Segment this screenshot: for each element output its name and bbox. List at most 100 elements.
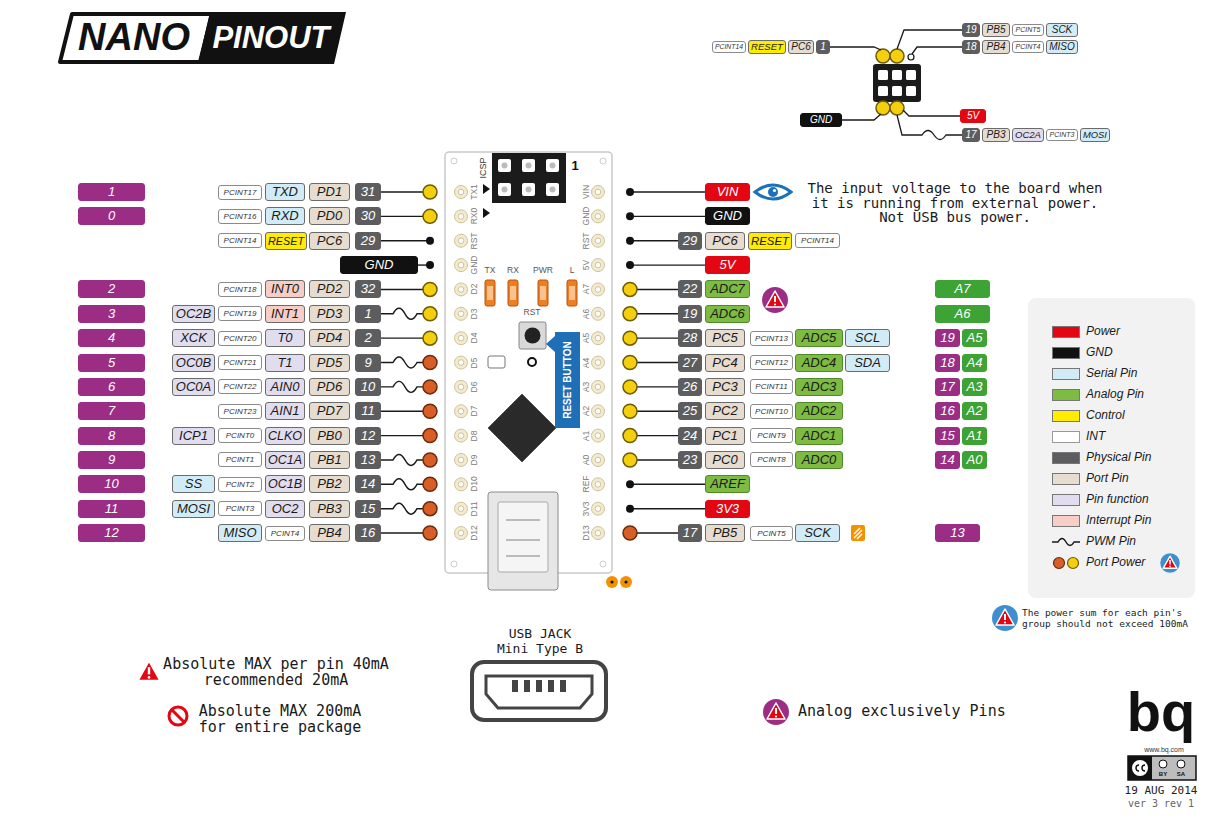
legend-swatch [1052,410,1080,422]
pin-label: 5V [960,109,986,123]
pin-label: CLKO [265,427,305,445]
pin-label: PCINT1 [218,452,262,467]
led-icon [854,528,862,539]
pin-label: PC1 [705,427,745,445]
pin-label: OC1A [265,451,305,469]
pin-name: PCINT21 [224,358,257,367]
led [508,280,518,306]
led [487,286,493,300]
license-badge [1159,760,1167,768]
pin-label: PCINT8 [750,452,793,467]
pin-name: 13 [361,452,375,467]
legend-swatch [1052,473,1080,485]
pin-label: PC5 [705,329,745,347]
eye-icon [768,187,778,197]
legend-entry: GND [1050,344,1190,362]
header-pin [906,86,916,96]
license-badge [1128,756,1196,780]
pin-hole [592,234,605,247]
pin-name: OC0B [176,355,211,370]
wire [381,308,423,319]
usb-jack-pin [536,680,542,692]
pin-name: 15 [940,428,954,443]
header-pin [878,86,888,96]
license-badge [1132,760,1148,776]
pin-name: PD7 [317,403,342,418]
analog-only-icon [775,708,777,714]
pin-name: 15 [361,501,375,516]
pin-hole [595,408,601,414]
silkscreen-label: A0 [582,455,592,465]
pin-name: 17 [683,525,697,540]
mascot [624,580,627,583]
legend-text: Interrupt Pin [1086,513,1151,527]
pin-name: T0 [277,330,292,345]
pin-name: A0 [967,452,983,467]
pin-name: 17 [940,379,954,394]
pin-name: PC2 [712,403,737,418]
pin-hole [458,335,464,341]
pin-name: 22 [683,281,697,296]
legend-text: Serial Pin [1086,366,1137,380]
pin-label: ADC1 [795,427,843,445]
wire [418,264,427,265]
pin-name: PB4 [987,41,1006,52]
pin-label: 19 [678,305,702,323]
pin-dot [890,101,904,115]
power-note-icon [992,605,1018,631]
wire [637,337,678,338]
pin-name: PCINT14 [224,236,257,245]
pin-label: PCINT3 [1046,129,1078,141]
analog-only-icon [767,703,785,719]
pin-name: PB4 [317,525,342,540]
title-word: NANO [78,16,190,60]
legend-text: INT [1086,429,1105,443]
pin-label: PB4 [309,524,350,542]
header-pin [502,187,508,193]
pin-name: GND [365,257,394,272]
pin-label: PB5 [982,23,1010,37]
pin-name: MISO [223,525,256,540]
icsp-header [492,153,566,203]
pin-name: 26 [683,379,697,394]
legend-text: Port Pin [1086,471,1129,485]
pin-hole [455,186,468,199]
pin-label: 3 [78,305,145,323]
legend-entry: Power [1050,323,1190,341]
pin-name: 3 [108,306,115,321]
logo-url: www.bq.com [1144,746,1184,754]
title-box [60,14,212,62]
pin-name: 1 [820,41,826,52]
pin-name: A2 [967,403,983,418]
pin-label: PB4 [982,40,1010,54]
pin-name: TXD [272,184,298,199]
pin-name: PCINT19 [224,309,257,318]
pin-label: 1 [816,40,830,54]
pin-label: PB1 [309,451,350,469]
pin-label: PCINT14 [218,233,262,248]
silkscreen-label: A1 [582,430,592,440]
pin-label: PD4 [309,329,350,347]
pin-name: 11 [105,501,119,516]
pin-name: PCINT14 [715,43,743,50]
pin-label: SCL [845,329,890,347]
header-pin [906,70,916,80]
pin-label: 15 [935,427,960,445]
button-tab-label: RESET BUTTON [562,341,574,419]
pin-hole [458,311,464,317]
pin-label: TXD [265,183,305,201]
pin-name: PB3 [317,501,342,516]
header-pin [526,163,532,169]
pin-label: A1 [962,427,987,445]
pin-dot [623,380,637,394]
pin-hole [455,527,468,540]
pin-hole [458,530,464,536]
pin-dot [876,101,890,115]
pin-label: 27 [678,354,702,372]
led [569,286,575,300]
pin-label: PCINT16 [218,209,262,224]
pin-hole [592,380,605,393]
pin-dot [623,404,637,418]
mascot [610,580,613,583]
